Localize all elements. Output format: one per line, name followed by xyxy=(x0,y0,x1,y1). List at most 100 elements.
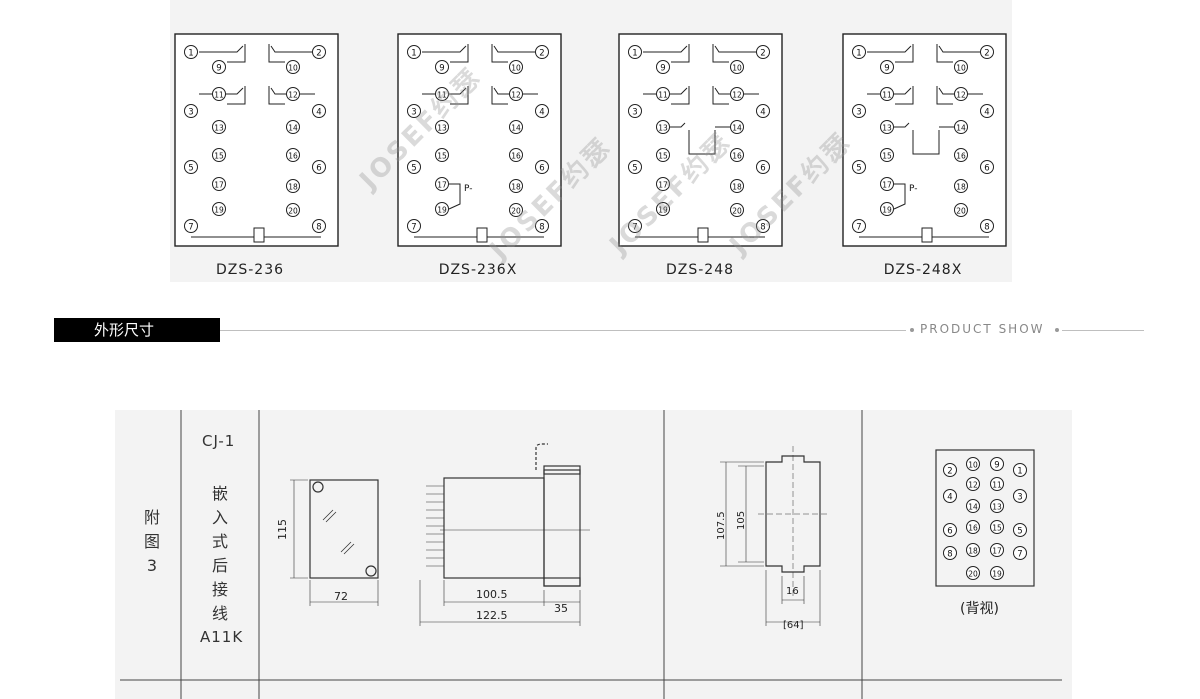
terminal-pin: 10 xyxy=(286,60,300,74)
dim-side-front: 35 xyxy=(554,602,568,615)
dim-cutout-panel: [64] xyxy=(783,620,804,631)
svg-text:5: 5 xyxy=(856,164,861,174)
contact-switch xyxy=(268,44,315,63)
section-divider xyxy=(1062,330,1144,331)
terminal-pin: 8 xyxy=(980,219,994,233)
terminal-pin: 15 xyxy=(880,148,894,162)
terminal-pin: 13 xyxy=(880,120,894,134)
svg-text:12: 12 xyxy=(968,481,978,490)
svg-text:14: 14 xyxy=(968,503,978,512)
model-label: CJ-1 xyxy=(202,432,236,450)
contact-switch xyxy=(712,44,759,63)
svg-text:1: 1 xyxy=(856,49,861,59)
cutout-view xyxy=(720,446,830,626)
svg-text:13: 13 xyxy=(214,124,224,133)
svg-text:16: 16 xyxy=(732,152,742,161)
svg-text:15: 15 xyxy=(437,152,447,161)
contact-switch xyxy=(936,86,983,105)
contact-switch xyxy=(936,44,983,63)
svg-text:17: 17 xyxy=(882,181,892,190)
svg-text:9: 9 xyxy=(439,64,444,74)
terminal-pin: 20 xyxy=(286,203,300,217)
contact-switch xyxy=(670,122,731,155)
diagram-caption: DZS-248 xyxy=(665,262,735,278)
svg-text:5: 5 xyxy=(1017,527,1022,537)
svg-text:14: 14 xyxy=(288,124,298,133)
terminal-pin: 6 xyxy=(943,523,957,537)
figure-label: 附 图 3 xyxy=(143,508,160,575)
rear-view-frame xyxy=(935,449,1035,587)
dim-side-body: 100.5 xyxy=(476,588,508,601)
diagram-frame xyxy=(174,33,339,247)
terminal-pin: 16 xyxy=(286,148,300,162)
terminal-pin: 19 xyxy=(435,202,449,216)
svg-text:4: 4 xyxy=(316,108,321,118)
svg-text:20: 20 xyxy=(732,207,742,216)
dim-cutout-inner: 105 xyxy=(736,511,747,530)
terminal-pin: 2 xyxy=(756,45,770,59)
svg-text:15: 15 xyxy=(658,152,668,161)
svg-text:3: 3 xyxy=(1017,493,1022,503)
diagram-frame xyxy=(618,33,783,247)
svg-text:5: 5 xyxy=(411,164,416,174)
terminal-pin: 4 xyxy=(535,104,549,118)
terminal-pin: 7 xyxy=(1013,546,1027,560)
svg-text:4: 4 xyxy=(984,108,989,118)
diagram-caption: DZS-236X xyxy=(438,262,518,278)
contact-switch xyxy=(643,86,690,105)
svg-text:19: 19 xyxy=(437,206,447,215)
svg-text:19: 19 xyxy=(882,206,892,215)
terminal-pin: 6 xyxy=(312,160,326,174)
terminal-pin: 5 xyxy=(1013,523,1027,537)
svg-text:20: 20 xyxy=(968,570,978,579)
terminal-pin: 3 xyxy=(628,104,642,118)
contact-switch xyxy=(199,86,246,105)
svg-text:2: 2 xyxy=(316,49,321,59)
svg-text:6: 6 xyxy=(539,164,544,174)
svg-text:13: 13 xyxy=(882,124,892,133)
svg-text:9: 9 xyxy=(884,64,889,74)
dim-front-height: 115 xyxy=(276,519,289,540)
terminal-pin: 9 xyxy=(990,457,1004,471)
svg-text:16: 16 xyxy=(288,152,298,161)
terminal-pin: 12 xyxy=(730,87,744,101)
svg-text:14: 14 xyxy=(511,124,521,133)
terminal-pin: 17 xyxy=(656,177,670,191)
contact-marker: P- xyxy=(909,184,917,194)
svg-text:3: 3 xyxy=(411,108,416,118)
svg-text:11: 11 xyxy=(658,91,668,100)
dim-side-total: 122.5 xyxy=(476,609,508,622)
svg-text:16: 16 xyxy=(968,524,978,533)
terminal-pin: 8 xyxy=(943,546,957,560)
bus-link xyxy=(697,227,709,243)
terminal-pin: 12 xyxy=(966,477,980,491)
terminal-pin: 7 xyxy=(852,219,866,233)
svg-text:12: 12 xyxy=(511,91,521,100)
contact-switch xyxy=(867,86,914,105)
terminal-pin: 15 xyxy=(212,148,226,162)
svg-text:16: 16 xyxy=(956,152,966,161)
svg-text:6: 6 xyxy=(760,164,765,174)
contact-marker: P- xyxy=(464,184,472,194)
svg-text:6: 6 xyxy=(316,164,321,174)
svg-text:7: 7 xyxy=(632,223,637,233)
section-english-title: PRODUCT SHOW xyxy=(920,322,1045,336)
front-view xyxy=(290,479,379,606)
svg-text:20: 20 xyxy=(288,207,298,216)
terminal-pin: 11 xyxy=(880,87,894,101)
terminal-pin: 11 xyxy=(656,87,670,101)
terminal-pin: 15 xyxy=(435,148,449,162)
terminal-pin: 12 xyxy=(286,87,300,101)
terminal-pin: 14 xyxy=(966,499,980,513)
svg-text:16: 16 xyxy=(511,152,521,161)
terminal-pin: 6 xyxy=(980,160,994,174)
svg-text:3: 3 xyxy=(632,108,637,118)
terminal-pin: 10 xyxy=(509,60,523,74)
terminal-pin: 7 xyxy=(628,219,642,233)
terminal-pin: 4 xyxy=(943,489,957,503)
svg-text:14: 14 xyxy=(732,124,742,133)
